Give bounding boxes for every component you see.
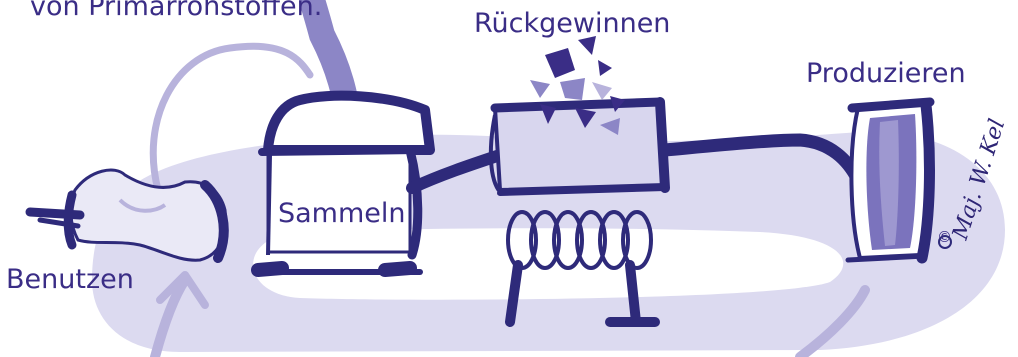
- copyright-symbol: ©: [937, 228, 952, 246]
- step-label-sammeln: Sammeln: [278, 198, 406, 229]
- step-label-produzieren: Produzieren: [806, 58, 966, 89]
- fragments: [530, 36, 625, 135]
- return-arrow-right: [795, 285, 870, 357]
- new-bottle: [845, 97, 935, 264]
- caption-text: von Primärrohstoffen.: [30, 0, 323, 22]
- return-arrow-head: [156, 271, 209, 309]
- collector-machine: [251, 90, 506, 277]
- used-bottle: [25, 168, 229, 263]
- step-label-benutzen: Benutzen: [6, 264, 134, 295]
- arc-arrow: [149, 42, 314, 194]
- crusher-machine: [488, 97, 865, 327]
- return-arrow: [150, 275, 190, 357]
- step-label-rueckgewinnen: Rückgewinnen: [474, 8, 671, 39]
- copyright-mark: [938, 235, 952, 249]
